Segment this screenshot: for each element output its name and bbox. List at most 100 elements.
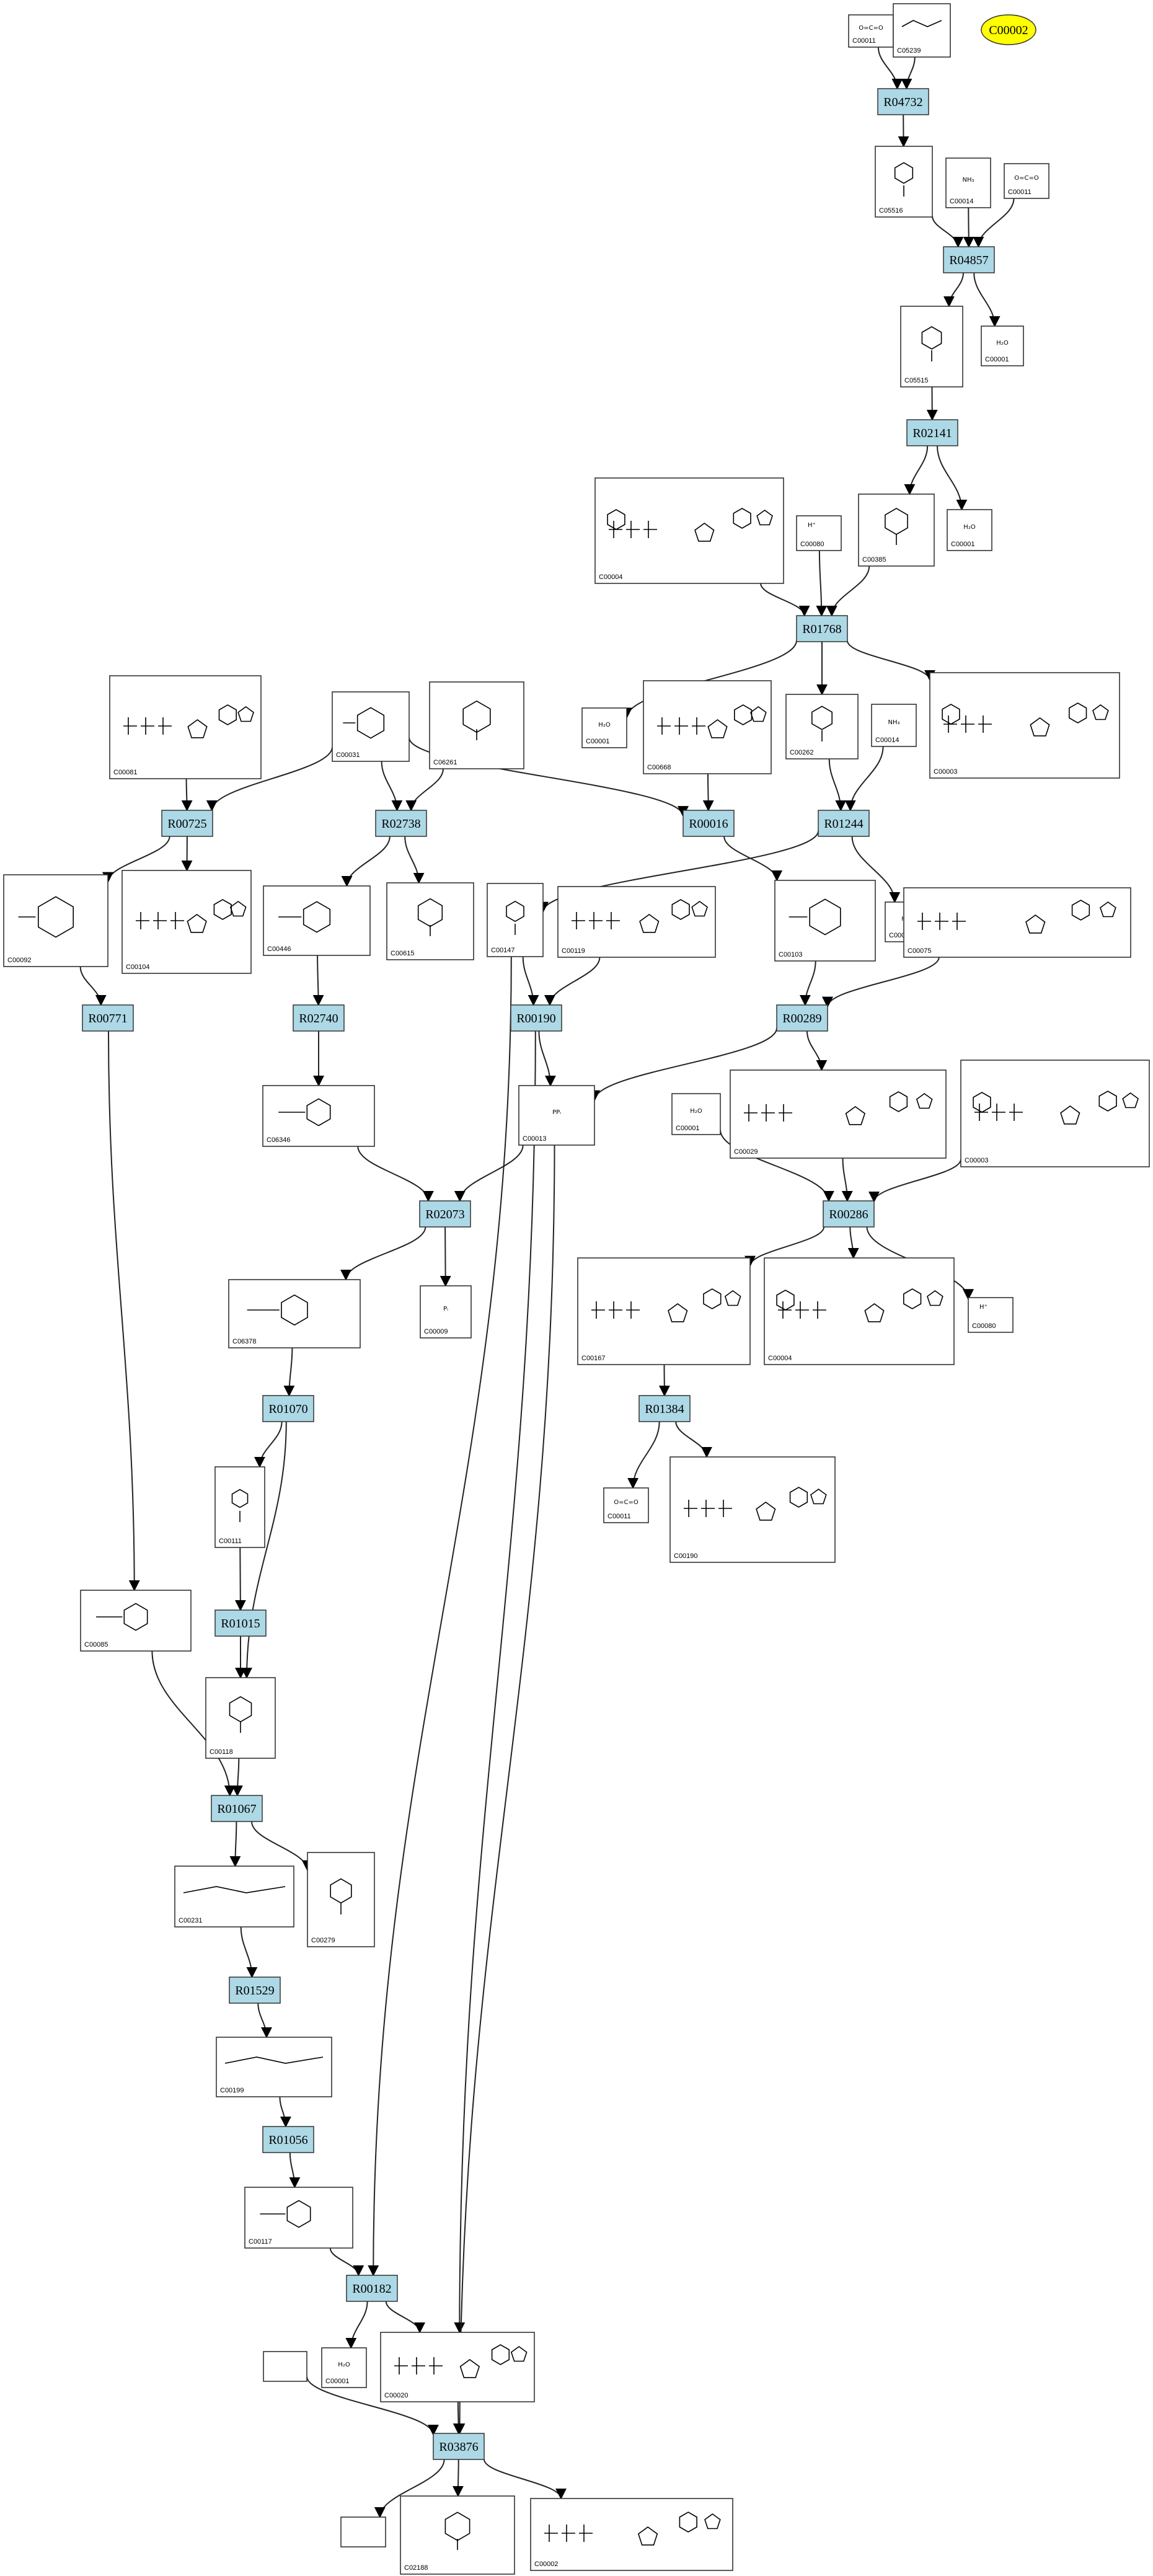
compound-c06261[interactable]: C06261 <box>429 681 524 769</box>
reaction-r03876[interactable]: R03876 <box>433 2433 485 2460</box>
compound-c00080[interactable]: H⁺C00080 <box>796 515 842 551</box>
compound-c00081[interactable]: C00081 <box>109 675 262 779</box>
compound-c00004[interactable]: C00004 <box>594 477 784 584</box>
reaction-r01529[interactable]: R01529 <box>229 1976 281 2004</box>
compound-c00080[interactable]: H⁺C00080 <box>968 1297 1014 1333</box>
compound-c00003[interactable]: C00003 <box>929 672 1120 779</box>
reaction-r02141[interactable]: R02141 <box>906 419 958 446</box>
reaction-r02738[interactable]: R02738 <box>375 810 427 837</box>
compound-c00103[interactable]: C00103 <box>774 880 876 962</box>
compound-c00199[interactable]: C00199 <box>216 2037 332 2097</box>
reaction-r00016[interactable]: R00016 <box>683 810 735 837</box>
compound-c00002[interactable]: C00002 <box>530 2498 733 2571</box>
compound-c00004[interactable]: C00004 <box>764 1257 955 1365</box>
compound-c00085[interactable]: C00085 <box>80 1590 192 1652</box>
reaction-r02740[interactable]: R02740 <box>293 1004 345 1032</box>
reaction-box <box>262 2126 314 2153</box>
reaction-r01070[interactable]: R01070 <box>262 1395 314 1422</box>
reaction-label: R02738 <box>381 817 420 831</box>
reaction-r01056[interactable]: R01056 <box>262 2126 314 2153</box>
compound-box <box>321 2347 367 2388</box>
molecule-structure: H₂O <box>996 340 1009 347</box>
compound-c05515[interactable]: C05515 <box>900 306 963 387</box>
compound-c00111[interactable]: C00111 <box>214 1466 265 1548</box>
compound-c00279[interactable]: C00279 <box>307 1852 375 1947</box>
compound-c05516[interactable]: C05516 <box>875 146 933 218</box>
compound-blank[interactable] <box>263 2351 307 2382</box>
compound-c00031[interactable]: C00031 <box>332 691 410 762</box>
reaction-r04732[interactable]: R04732 <box>877 88 929 115</box>
edge-R03876-to-c02188 <box>452 2459 464 2497</box>
compound-c02188[interactable]: C02188 <box>400 2495 515 2575</box>
compound-box <box>400 2495 515 2575</box>
compound-c00075[interactable]: C00075 <box>903 887 1131 958</box>
compound-c00029[interactable]: C00029 <box>730 1069 947 1159</box>
edge-c00119-to-R00190 <box>544 957 601 1006</box>
edge-R01768-to-c00003a <box>847 640 935 681</box>
molecule-structure <box>744 1091 933 1125</box>
reaction-r02073[interactable]: R02073 <box>419 1200 471 1228</box>
compound-c00668[interactable]: C00668 <box>643 680 772 774</box>
compound-c00020[interactable]: C00020 <box>380 2332 535 2402</box>
reaction-r01244[interactable]: R01244 <box>818 810 870 837</box>
compound-c00190[interactable]: C00190 <box>669 1456 836 1563</box>
compound-c00117[interactable]: C00117 <box>244 2187 353 2249</box>
molecule-structure: H⁺ <box>808 522 816 529</box>
compound-c06346[interactable]: C06346 <box>262 1085 375 1147</box>
reaction-r00182[interactable]: R00182 <box>346 2275 398 2302</box>
compound-box <box>594 477 784 584</box>
reaction-r01768[interactable]: R01768 <box>796 615 848 642</box>
reaction-r04857[interactable]: R04857 <box>943 246 995 273</box>
compound-c00262[interactable]: C00262 <box>785 694 859 759</box>
compound-c00118[interactable]: C00118 <box>205 1677 276 1759</box>
compound-box <box>420 1285 472 1339</box>
compound-box <box>730 1069 947 1159</box>
compound-id: C00080 <box>972 1322 996 1330</box>
reaction-r00725[interactable]: R00725 <box>161 810 213 837</box>
compound-c00003[interactable]: C00003 <box>960 1060 1150 1167</box>
reaction-r00289[interactable]: R00289 <box>776 1004 828 1032</box>
compound-c00167[interactable]: C00167 <box>577 1257 751 1365</box>
compound-c00119[interactable]: C00119 <box>557 886 716 958</box>
compound-c06378[interactable]: C06378 <box>228 1279 361 1348</box>
compound-id: C00167 <box>581 1355 606 1362</box>
reaction-r01015[interactable]: R01015 <box>214 1609 267 1637</box>
compound-c00147[interactable]: C00147 <box>487 883 544 957</box>
compound-c00092[interactable]: C00092 <box>3 874 108 967</box>
reaction-r00286[interactable]: R00286 <box>823 1200 875 1228</box>
reaction-r00190[interactable]: R00190 <box>510 1004 562 1032</box>
compound-blank[interactable] <box>340 2516 386 2547</box>
reaction-r00771[interactable]: R00771 <box>82 1004 134 1032</box>
compound-id: C00092 <box>7 957 32 964</box>
reaction-r01067[interactable]: R01067 <box>211 1795 263 1822</box>
compound-c00231[interactable]: C00231 <box>174 1866 294 1928</box>
edge-c05239-to-R04732 <box>901 56 916 90</box>
edge-c00011a-to-R04732 <box>877 46 903 90</box>
start-compound-node[interactable]: C00002 <box>981 14 1036 45</box>
molecule-structure: NH₃ <box>962 177 974 184</box>
molecule-structure <box>18 896 74 938</box>
compound-c05239[interactable]: C05239 <box>893 3 951 58</box>
compound-c00615[interactable]: C00615 <box>386 882 474 960</box>
edge-R00182-to-c00001f <box>345 2301 368 2349</box>
compound-c00446[interactable]: C00446 <box>263 885 371 956</box>
compound-id: C00446 <box>267 945 291 953</box>
edge-c00031-to-R02738 <box>381 761 403 812</box>
edge-R01070-to-c00118 <box>241 1421 287 1679</box>
reaction-label: R01244 <box>824 817 863 831</box>
reaction-r01384[interactable]: R01384 <box>638 1395 691 1422</box>
compound-c00104[interactable]: C00104 <box>121 870 252 974</box>
compound-c00385[interactable]: C00385 <box>858 494 935 567</box>
